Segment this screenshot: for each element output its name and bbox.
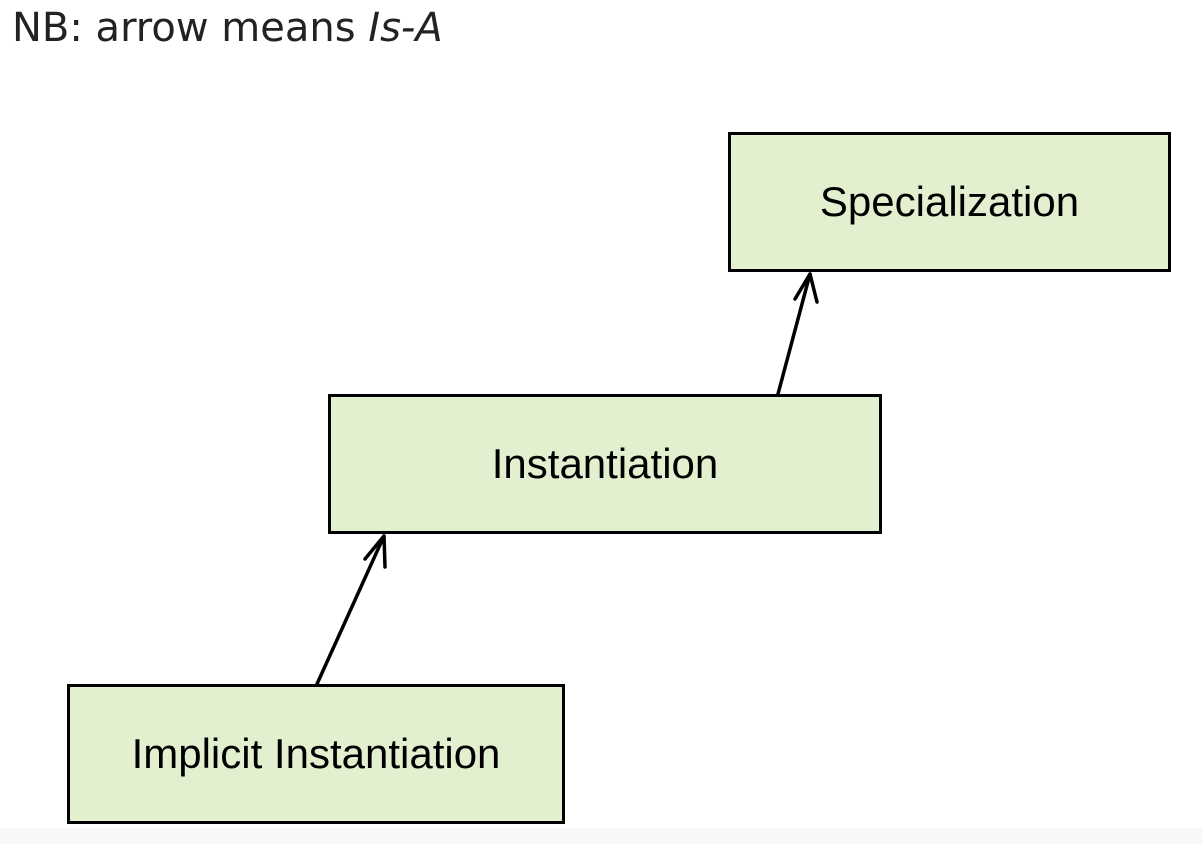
arrowhead-specialization-icon <box>793 272 819 304</box>
legend-note: NB: arrow means Is-A <box>12 2 443 54</box>
node-instantiation-label: Instantiation <box>491 440 719 487</box>
node-specialization-label: Specialization <box>819 178 1080 225</box>
arrowhead-instantiation-icon <box>363 534 387 569</box>
bottom-band <box>0 828 1202 844</box>
edge-instantiation-to-specialization <box>776 272 812 396</box>
legend-note-prefix: NB: arrow means <box>12 5 369 51</box>
node-instantiation: Instantiation <box>328 394 882 534</box>
node-implicit-instantiation-label: Implicit Instantiation <box>131 730 501 777</box>
edge-implicit-to-instantiation <box>315 534 386 686</box>
node-specialization: Specialization <box>728 132 1171 272</box>
node-implicit-instantiation: Implicit Instantiation <box>67 684 565 824</box>
legend-note-emphasis: Is-A <box>368 5 443 51</box>
